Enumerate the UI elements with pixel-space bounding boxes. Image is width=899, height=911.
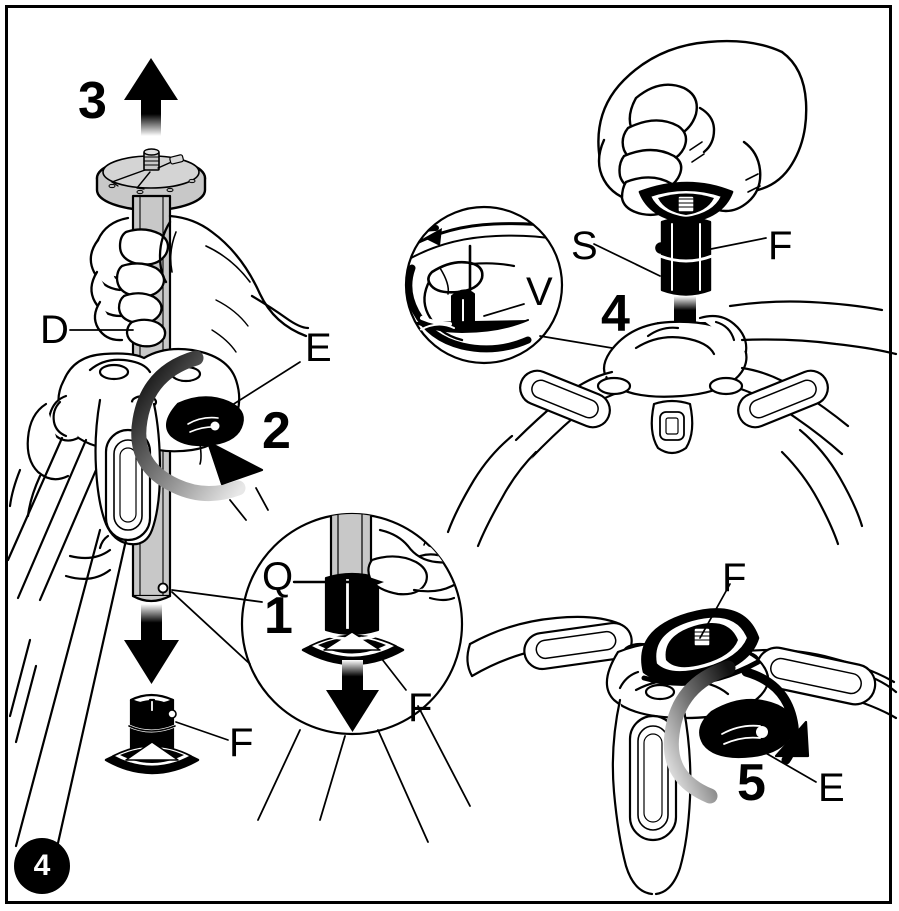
step-2-label: 2 [262, 402, 291, 460]
step-5-label: 5 [737, 754, 766, 812]
callout-f-bot: F [722, 556, 747, 600]
mounted-adapter-f-lower [641, 608, 761, 686]
hand-holding-adapter [597, 39, 808, 217]
inset-connector-lines [171, 487, 471, 843]
leader-line-e-lower [749, 743, 817, 783]
leader-line-f-left [175, 721, 229, 741]
step-2-rotation-arrow [131, 350, 264, 502]
centre-column-top-plate [95, 148, 207, 212]
leader-line-s [593, 243, 661, 277]
callout-v: V [526, 270, 553, 314]
callout-f-top: F [768, 224, 793, 268]
callout-d: D [40, 308, 69, 352]
locking-knob-e-lower [699, 698, 795, 759]
inset-detail-circle [240, 512, 464, 736]
adapter-foot-f-left [104, 693, 200, 775]
callout-e-left: E [305, 326, 332, 370]
step-5-rotation-arrow [663, 660, 810, 804]
tripod-spider-right [446, 300, 898, 548]
leader-line-e-left [217, 361, 301, 415]
callout-f-inset: F [408, 686, 433, 730]
hand-gripping-column [89, 214, 310, 353]
quick-release-adapter-f [638, 181, 734, 296]
callout-e-bot: E [818, 766, 845, 810]
step-3-up-arrow [124, 58, 178, 136]
tripod-legs-left [6, 436, 128, 854]
leader-line-f-lower [699, 583, 731, 639]
step-3-label: 3 [78, 72, 107, 130]
page-number-badge: 4 [14, 838, 70, 894]
down-arrow-left [124, 604, 179, 684]
callout-f-left: F [229, 721, 254, 765]
step-4-label: 4 [601, 285, 630, 343]
callout-s: S [571, 224, 598, 268]
leader-line-f-top [705, 237, 767, 251]
callout-q: Q [262, 555, 294, 599]
step-1-label: 1 [264, 587, 293, 645]
